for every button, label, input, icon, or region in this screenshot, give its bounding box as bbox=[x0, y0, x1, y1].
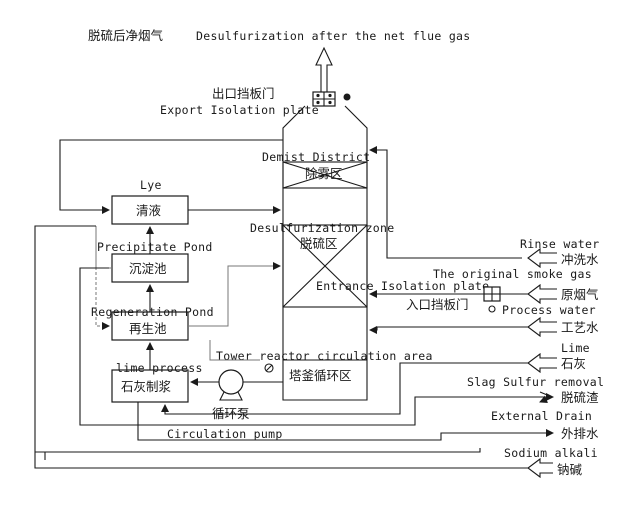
demist-label-en: Demist District bbox=[262, 150, 370, 164]
drain-line bbox=[137, 402, 553, 441]
sodium-feed-line bbox=[34, 225, 528, 469]
regeneration-pond-box bbox=[111, 311, 189, 341]
lime-process-label-zh: 石灰制浆 bbox=[121, 379, 172, 394]
smoke-input-arrow bbox=[527, 283, 557, 305]
process-label-en: Process water bbox=[502, 303, 596, 317]
entrance-damper-icon bbox=[483, 286, 501, 313]
exhaust-arrow bbox=[315, 46, 333, 92]
precipitate-label-en: Precipitate Pond bbox=[97, 240, 213, 254]
top-label-zh: 脱硫后净烟气 bbox=[88, 28, 164, 43]
entrance-plate-label-zh: 入口挡板门 bbox=[406, 297, 469, 312]
slag-line bbox=[79, 267, 528, 426]
demist-layer bbox=[282, 161, 368, 189]
entrance-plate-label-en: Entrance Isolation plate bbox=[316, 279, 489, 293]
export-plate-label-zh: 出口挡板门 bbox=[212, 86, 275, 101]
pump-label-en: Circulation pump bbox=[167, 427, 283, 441]
sodium-label-en: Sodium alkali bbox=[504, 446, 598, 460]
top-label-en: Desulfurization after the net flue gas bbox=[196, 29, 471, 43]
lime-label-en: Lime bbox=[561, 341, 590, 355]
process-label-zh: 工艺水 bbox=[561, 320, 599, 335]
rinse-water-line bbox=[369, 146, 522, 259]
sodium-label-zh: 钠碱 bbox=[557, 462, 583, 477]
regeneration-label-zh: 再生池 bbox=[129, 321, 167, 336]
lime-input-arrow bbox=[527, 352, 557, 374]
lime-process-box bbox=[111, 369, 189, 403]
lime-label-zh: 石灰 bbox=[561, 356, 586, 371]
slag-label-en: Slag Sulfur removal bbox=[467, 375, 604, 389]
desulfurization-layer bbox=[282, 224, 368, 308]
process-water-line bbox=[369, 326, 528, 334]
rinse-input-arrow bbox=[527, 247, 557, 269]
desulf-label-en: Desulfurization zone bbox=[250, 221, 394, 235]
export-plate-label-en: Export Isolation plate bbox=[160, 103, 319, 117]
circulation-area-label-zh: 塔釜循环区 bbox=[289, 368, 352, 383]
sodium-secondary-line bbox=[45, 448, 481, 453]
slag-label-zh: 脱硫渣 bbox=[561, 390, 599, 405]
circulation-pump-icon bbox=[218, 369, 244, 395]
drain-label-en: External Drain bbox=[491, 409, 592, 423]
circulation-valve-icon bbox=[264, 363, 274, 373]
tower-to-lye-loop bbox=[59, 139, 283, 214]
lye-label-zh: 清液 bbox=[136, 203, 162, 218]
precipitate-label-zh: 沉淀池 bbox=[129, 261, 167, 276]
drain-label-zh: 外排水 bbox=[561, 426, 599, 441]
smoke-label-zh: 原烟气 bbox=[561, 287, 599, 302]
desulf-label-zh: 脱硫区 bbox=[300, 236, 338, 251]
regen-to-tower-line bbox=[188, 262, 281, 327]
demist-label-zh: 除雾区 bbox=[305, 166, 343, 181]
rinse-label-zh: 冲洗水 bbox=[561, 252, 599, 267]
regeneration-label-en: Regeneration Pond bbox=[91, 305, 214, 319]
lime-process-label-en: lime process bbox=[116, 361, 203, 375]
lye-box bbox=[111, 195, 189, 225]
rinse-label-en: Rinse water bbox=[520, 237, 599, 251]
sodium-input-arrow bbox=[527, 457, 553, 479]
export-damper-icon bbox=[312, 91, 351, 107]
lime-feed-line bbox=[161, 362, 528, 415]
circulation-area-label-en: Tower reactor circulation area bbox=[216, 349, 433, 363]
lye-label-en: Lye bbox=[140, 178, 162, 192]
process-input-arrow bbox=[527, 316, 557, 338]
tower-shell bbox=[282, 105, 368, 401]
smoke-label-en: The original smoke gas bbox=[433, 267, 592, 281]
